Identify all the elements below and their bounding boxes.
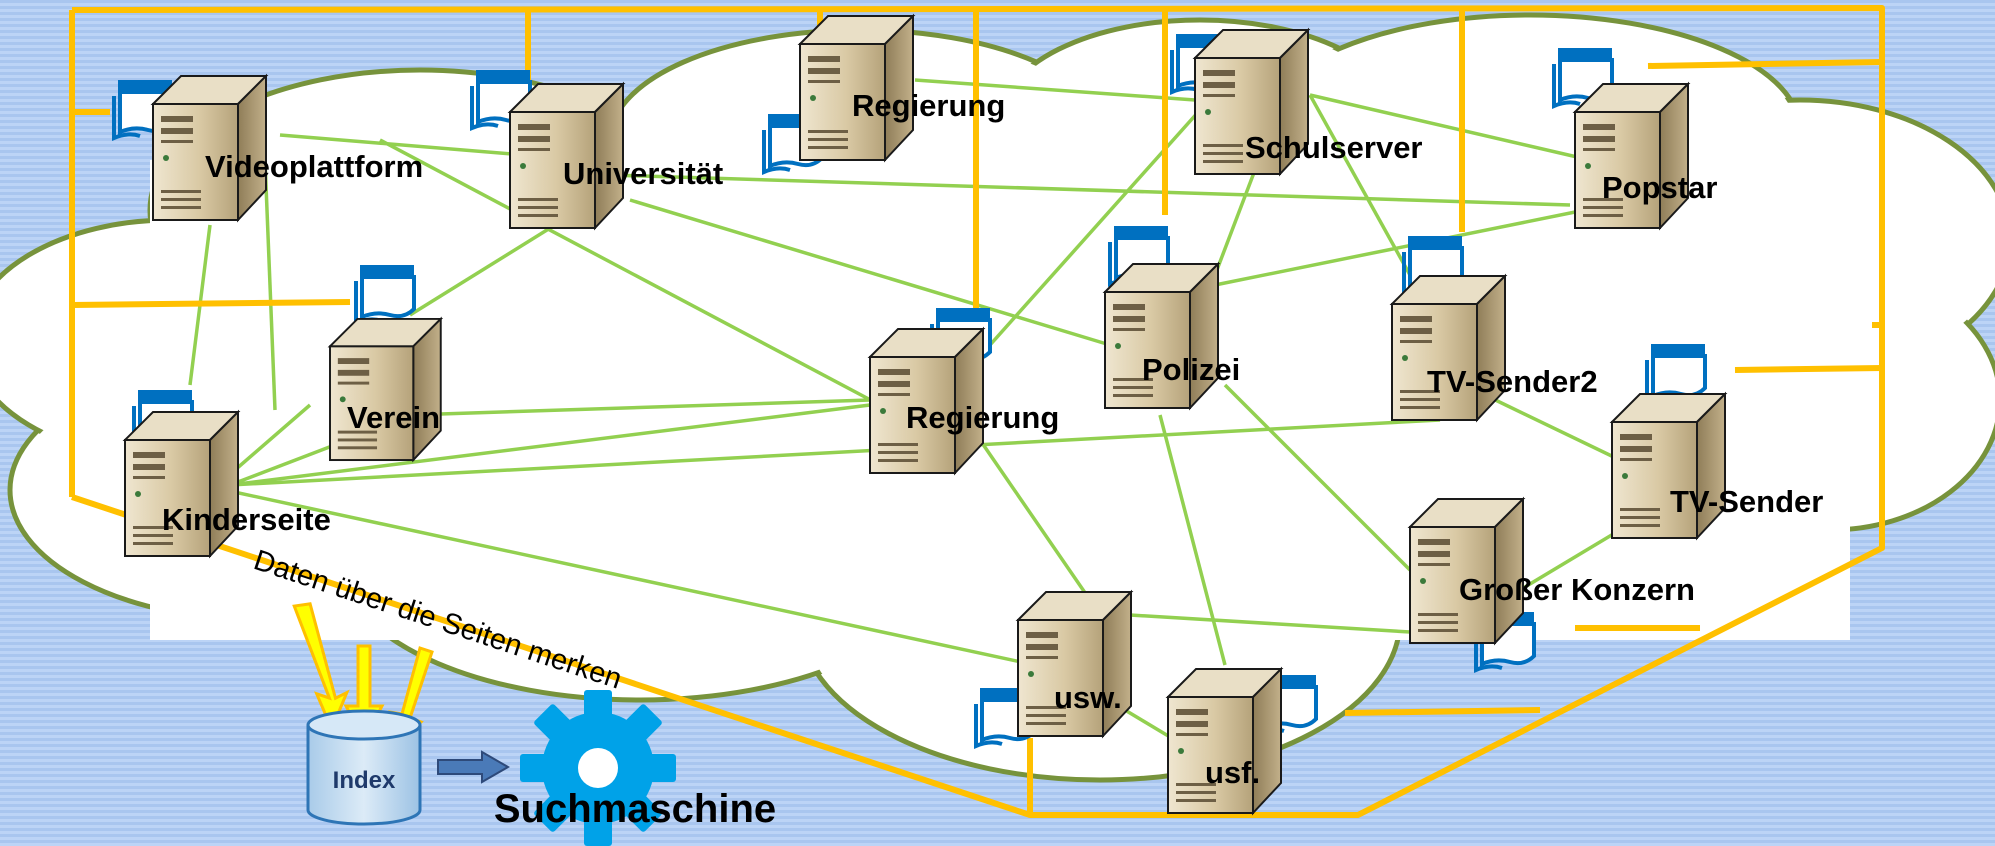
server-label-usw: usw. bbox=[1054, 680, 1122, 715]
server-label-popstar: Popstar bbox=[1602, 170, 1717, 205]
server-label-schulserver: Schulserver bbox=[1245, 130, 1423, 165]
server-label-tv-sender: TV-Sender bbox=[1670, 484, 1823, 519]
server-label-polizei: Polizei bbox=[1142, 352, 1240, 387]
server-icon-videoplattform bbox=[152, 71, 269, 223]
index-label: Index bbox=[333, 767, 396, 794]
server-label-usf: usf. bbox=[1205, 755, 1260, 790]
server-icon-usw bbox=[1017, 587, 1134, 739]
server-icon-tv-sender2 bbox=[1391, 271, 1508, 423]
server-label-regierung-top: Regierung bbox=[852, 88, 1005, 123]
web-page-icon-verein bbox=[354, 263, 416, 325]
server-icon-regierung-top bbox=[799, 11, 916, 163]
gear-icon bbox=[520, 690, 676, 846]
index-database: Index bbox=[306, 709, 422, 826]
server-icon-usf bbox=[1167, 664, 1284, 816]
index-to-engine-arrow bbox=[437, 750, 511, 784]
search-engine-label: Suchmaschine bbox=[494, 787, 776, 831]
server-icon-popstar bbox=[1574, 79, 1691, 231]
server-label-kinderseite: Kinderseite bbox=[162, 502, 331, 537]
server-label-videoplattform: Videoplattform bbox=[205, 149, 423, 184]
server-label-regierung-mid: Regierung bbox=[906, 400, 1059, 435]
server-label-tv-sender2: TV-Sender2 bbox=[1427, 364, 1598, 399]
server-icon-verein bbox=[329, 314, 444, 463]
server-icon-polizei bbox=[1104, 259, 1221, 411]
server-label-verein: Verein bbox=[347, 400, 440, 435]
server-label-universitaet: Universität bbox=[563, 156, 723, 191]
server-icon-universitaet bbox=[509, 79, 626, 231]
server-icon-grosser-konzern bbox=[1409, 494, 1526, 646]
server-label-grosser-konzern: Großer Konzern bbox=[1459, 572, 1695, 607]
crawler-path bbox=[69, 5, 1885, 818]
